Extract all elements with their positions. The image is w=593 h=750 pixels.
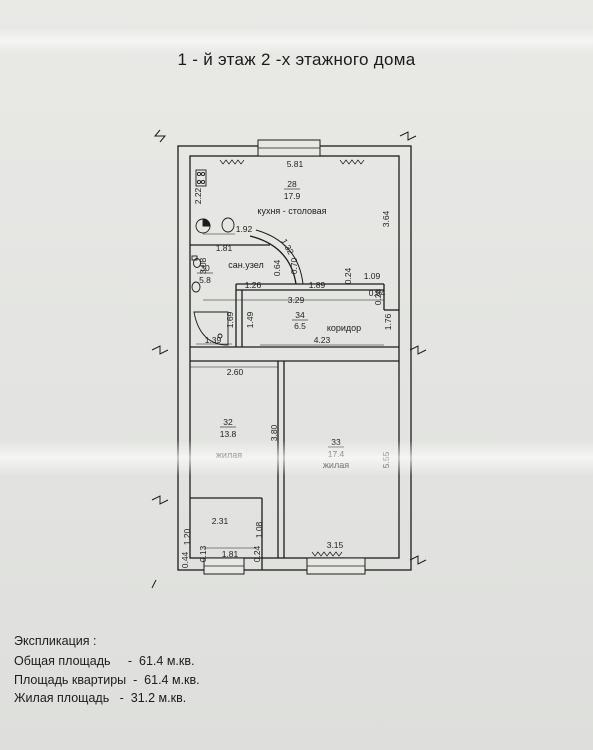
- window-glass: [204, 147, 365, 567]
- washbasin-icon: [191, 281, 201, 293]
- break-marks: [151, 129, 427, 589]
- radiators: [219, 159, 365, 557]
- room-area: 6.5: [294, 321, 306, 331]
- dimension-label: 0.24: [252, 545, 262, 562]
- dimension-label: 0.64: [272, 259, 282, 276]
- boiler-fill: [202, 218, 211, 227]
- room-id: 28: [287, 179, 297, 189]
- dimension-label: 1.20: [182, 528, 192, 545]
- dimension-label: 1.49: [245, 311, 255, 328]
- room-id: 32: [223, 417, 233, 427]
- dimension-label: 5.55: [381, 451, 391, 468]
- dimension-label: 1.92: [236, 224, 253, 234]
- dimension-label: 0.28: [373, 288, 383, 305]
- dimension-lines: [190, 233, 384, 549]
- dimension-label: 1.08: [254, 521, 264, 538]
- dimension-label: 1.69: [225, 311, 235, 328]
- dimension-label: 3.64: [381, 210, 391, 227]
- explication-line-living-area: Жилая площадь - 31.2 м.кв.: [14, 691, 187, 705]
- page-title: 1 - й этаж 2 -х этажного дома: [177, 50, 416, 69]
- explication-line-apartment-area: Площадь квартиры - 61.4 м.кв.: [14, 673, 200, 687]
- room-name: кухня - столовая: [257, 206, 326, 216]
- dimension-label: 0.13: [198, 545, 208, 562]
- room-area: 13.8: [220, 429, 237, 439]
- stove-icon: [195, 169, 207, 187]
- curved-wall-2: [255, 229, 304, 285]
- room-name: жилая: [323, 460, 349, 470]
- dimension-label: 1.81: [222, 549, 239, 559]
- dimension-label: 3.29: [288, 295, 305, 305]
- dimension-label: 3.80: [269, 424, 279, 441]
- dimension-label: 5.81: [287, 159, 304, 169]
- room-id: 34: [295, 310, 305, 320]
- dimension-label: 1.81: [216, 243, 233, 253]
- room-name: сан.узел: [228, 260, 263, 270]
- dimension-label: 3.15: [327, 540, 344, 550]
- explication-title: Экспликация :: [14, 634, 97, 648]
- explication-line-total-area: Общая площадь - 61.4 м.кв.: [14, 654, 195, 668]
- dimension-label: 1.76: [383, 313, 393, 330]
- room-name: жилая: [216, 450, 242, 460]
- dimension-label: 1.09: [364, 271, 381, 281]
- room-area: 17.9: [284, 191, 301, 201]
- dimension-label: 0.44: [180, 551, 190, 568]
- curved-wall: [249, 235, 297, 285]
- room-labels: 28 17.9 кухня - столовая 30 5.8 сан.узел…: [197, 179, 361, 470]
- dimension-label: 4.23: [314, 335, 331, 345]
- dimension-label: 2.22: [193, 187, 203, 204]
- dimension-label: 3.08: [198, 257, 208, 274]
- dimension-label: 2.60: [227, 367, 244, 377]
- dimension-label: 2.31: [212, 516, 229, 526]
- room-name: коридор: [327, 323, 361, 333]
- dimension-labels: 5.81 2.22 3.64 1.92 1.81 1.32 3.08 0.70 …: [180, 159, 393, 568]
- dimension-label: 1.89: [309, 280, 326, 290]
- dimension-label: 1.26: [245, 280, 262, 290]
- dimension-label: 1.39: [205, 335, 222, 345]
- room-area: 17.4: [328, 449, 345, 459]
- dimension-label: 0.94: [369, 288, 386, 298]
- dimension-label: 0.24: [343, 267, 353, 284]
- sink-icon: [221, 217, 235, 233]
- fixtures: [191, 169, 235, 346]
- room-area: 5.8: [199, 275, 211, 285]
- dimension-label: 0.70: [289, 257, 299, 274]
- shower-icon: [193, 311, 229, 346]
- room-id: 33: [331, 437, 341, 447]
- room-id: 30: [200, 263, 210, 273]
